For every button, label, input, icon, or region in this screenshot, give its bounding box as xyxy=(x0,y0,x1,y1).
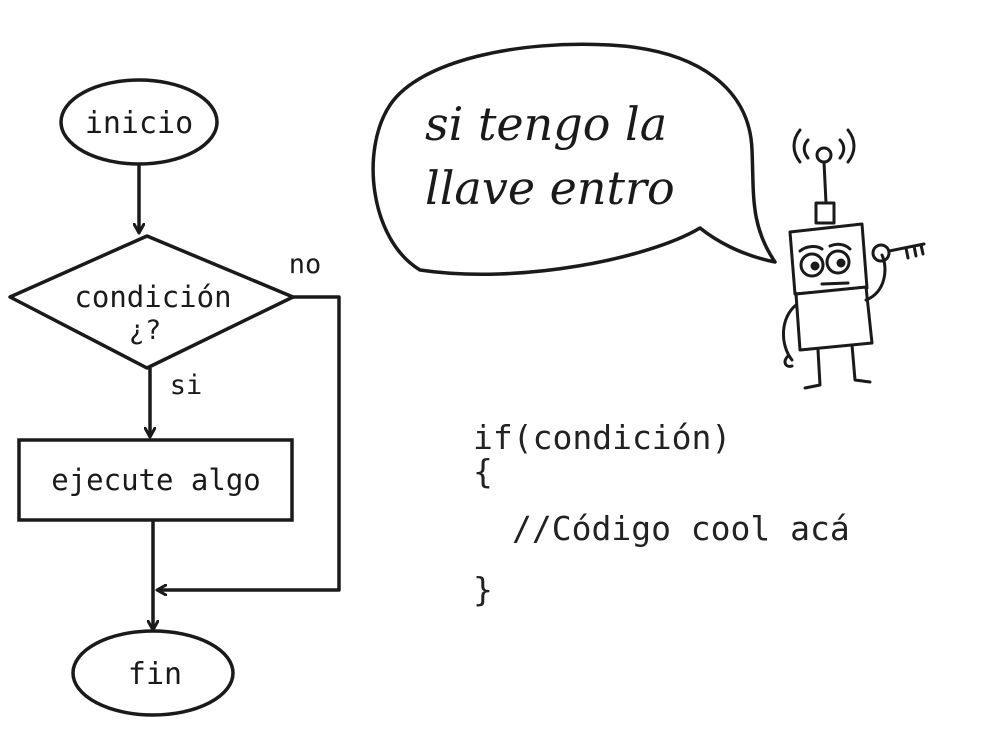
end-node xyxy=(71,629,235,717)
speech-line-1: si tengo la xyxy=(425,97,667,151)
key-icon xyxy=(871,242,926,263)
condition-question: ¿? xyxy=(129,315,162,346)
no-label: no xyxy=(289,249,322,280)
action-node xyxy=(17,438,294,522)
end-label: fin xyxy=(128,657,182,692)
code-line-open-brace: { xyxy=(473,452,493,491)
code-line-comment: //Código cool acá xyxy=(512,509,850,548)
speech-bubble xyxy=(371,42,777,276)
code-line-close-brace: } xyxy=(473,570,493,609)
condition-label: condición xyxy=(74,280,231,314)
start-label: inicio xyxy=(85,106,193,141)
code-line-if: if(condición) xyxy=(473,418,732,457)
yes-label: si xyxy=(170,370,203,401)
no-branch-line xyxy=(158,295,341,590)
action-label: ejecute algo xyxy=(51,463,261,497)
speech-line-2: llave entro xyxy=(425,161,675,215)
robot-with-key-icon xyxy=(781,128,887,390)
